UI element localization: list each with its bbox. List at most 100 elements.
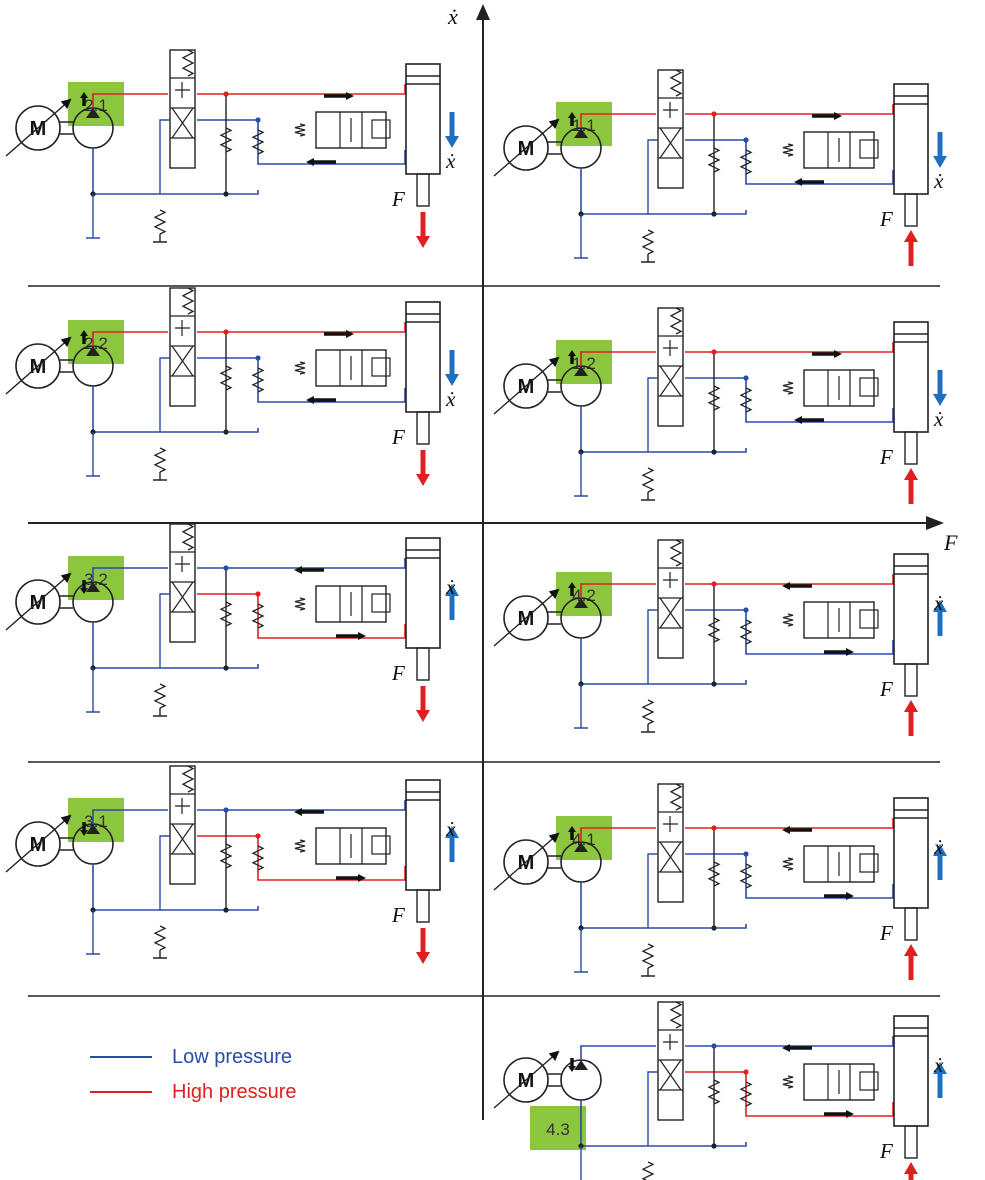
velocity-symbol: ẋ <box>933 169 944 193</box>
pump-upper-line <box>92 567 168 582</box>
force-symbol: F <box>391 187 405 211</box>
cylinder-piston <box>406 549 440 559</box>
junction-dot <box>223 91 229 97</box>
hydraulic-cylinder <box>405 63 441 175</box>
junction-dot <box>743 607 749 613</box>
junction-dot <box>578 449 584 455</box>
solenoid-icon <box>859 609 879 629</box>
flow-arrow-head <box>568 1066 576 1072</box>
flow-arrow-head <box>846 648 854 656</box>
hydraulic-cylinder <box>893 797 929 909</box>
force-arrow-head <box>904 944 918 956</box>
junction-dot <box>711 449 717 455</box>
valve-spring <box>181 287 195 315</box>
valve-return-line <box>647 139 658 214</box>
counterbalance-dividers <box>827 846 851 882</box>
relief-spring <box>739 1081 753 1107</box>
tank-symbol <box>153 708 167 717</box>
cylinder-upper-line <box>197 84 406 95</box>
force-arrow-head <box>416 474 430 486</box>
counterbalance-spring <box>782 613 794 627</box>
counterbalance-dividers <box>339 586 363 622</box>
motor-symbol <box>15 105 61 151</box>
flow-arrow-head <box>568 350 576 356</box>
solenoid-icon <box>371 835 391 855</box>
force-symbol: F <box>879 445 893 469</box>
valve-dividers <box>170 315 195 377</box>
directional-valve <box>657 783 684 903</box>
cylinder-piston <box>894 1027 928 1037</box>
counterbalance-spring <box>294 361 306 375</box>
motor-symbol <box>503 595 549 641</box>
tank-symbol <box>86 668 100 713</box>
tank-return-line <box>580 638 747 685</box>
tank-symbol <box>641 968 655 977</box>
junction-dot <box>90 429 96 435</box>
velocity-arrow-head <box>933 394 947 406</box>
relief-spring <box>707 1079 721 1105</box>
tank-symbol <box>580 1146 582 1180</box>
motor-letter: M <box>518 376 535 398</box>
relief-spring <box>739 863 753 889</box>
directional-valve <box>169 49 196 169</box>
counterbalance-valve <box>803 845 875 883</box>
tank-symbol <box>574 684 588 729</box>
flow-arrow-head <box>782 1044 790 1052</box>
valve-block <box>663 572 678 588</box>
junction-dot <box>743 375 749 381</box>
motor-symbol <box>503 839 549 885</box>
motor-letter: M <box>30 356 47 378</box>
check-spring <box>641 467 655 493</box>
velocity-arrow-head <box>445 826 459 838</box>
flow-arrow-head <box>794 178 802 186</box>
motor-shaft <box>60 121 73 135</box>
tank-return-line <box>580 882 747 929</box>
relief-spring <box>707 385 721 411</box>
valve-return-line <box>647 853 658 928</box>
junction-dot <box>711 1043 717 1049</box>
velocity-arrow-head <box>933 156 947 168</box>
piston-rod <box>416 173 430 207</box>
flow-arrow-head <box>794 416 802 424</box>
velocity-symbol: ẋ <box>933 591 944 615</box>
motor-letter: M <box>518 1070 535 1092</box>
valve-spring <box>669 783 683 811</box>
cylinder-lower-line <box>685 609 894 655</box>
relief-spring <box>251 367 265 393</box>
flow-arrow-head <box>80 830 88 836</box>
tank-symbol <box>641 724 655 733</box>
directional-valve <box>657 307 684 427</box>
cylinder-piston <box>894 565 928 575</box>
cylinder-piston <box>406 791 440 801</box>
pump-upper-line <box>580 351 656 366</box>
directional-valve <box>657 539 684 659</box>
directional-valve <box>169 523 196 643</box>
junction-dot <box>255 355 261 361</box>
junction-dot <box>711 349 717 355</box>
cylinder-lower-line <box>685 377 894 423</box>
force-arrow-head <box>904 700 918 712</box>
counterbalance-dividers <box>339 350 363 386</box>
junction-dot <box>223 565 229 571</box>
valve-cross <box>659 127 682 159</box>
valve-spring <box>181 765 195 793</box>
motor-shaft <box>548 1073 561 1087</box>
valve-return-line <box>647 1071 658 1146</box>
junction-dot <box>711 1143 717 1149</box>
force-arrow-head <box>416 236 430 248</box>
vertical-axis-arrowhead <box>476 4 490 20</box>
valve-return-line <box>647 377 658 452</box>
cylinder-upper-line <box>685 818 894 829</box>
valve-dividers <box>658 567 683 629</box>
variable-arrow-icon <box>5 336 72 395</box>
force-symbol: F <box>879 921 893 945</box>
force-symbol: F <box>391 425 405 449</box>
check-spring <box>153 925 167 951</box>
force-symbol: F <box>879 207 893 231</box>
operating-mode-badge <box>68 320 124 364</box>
